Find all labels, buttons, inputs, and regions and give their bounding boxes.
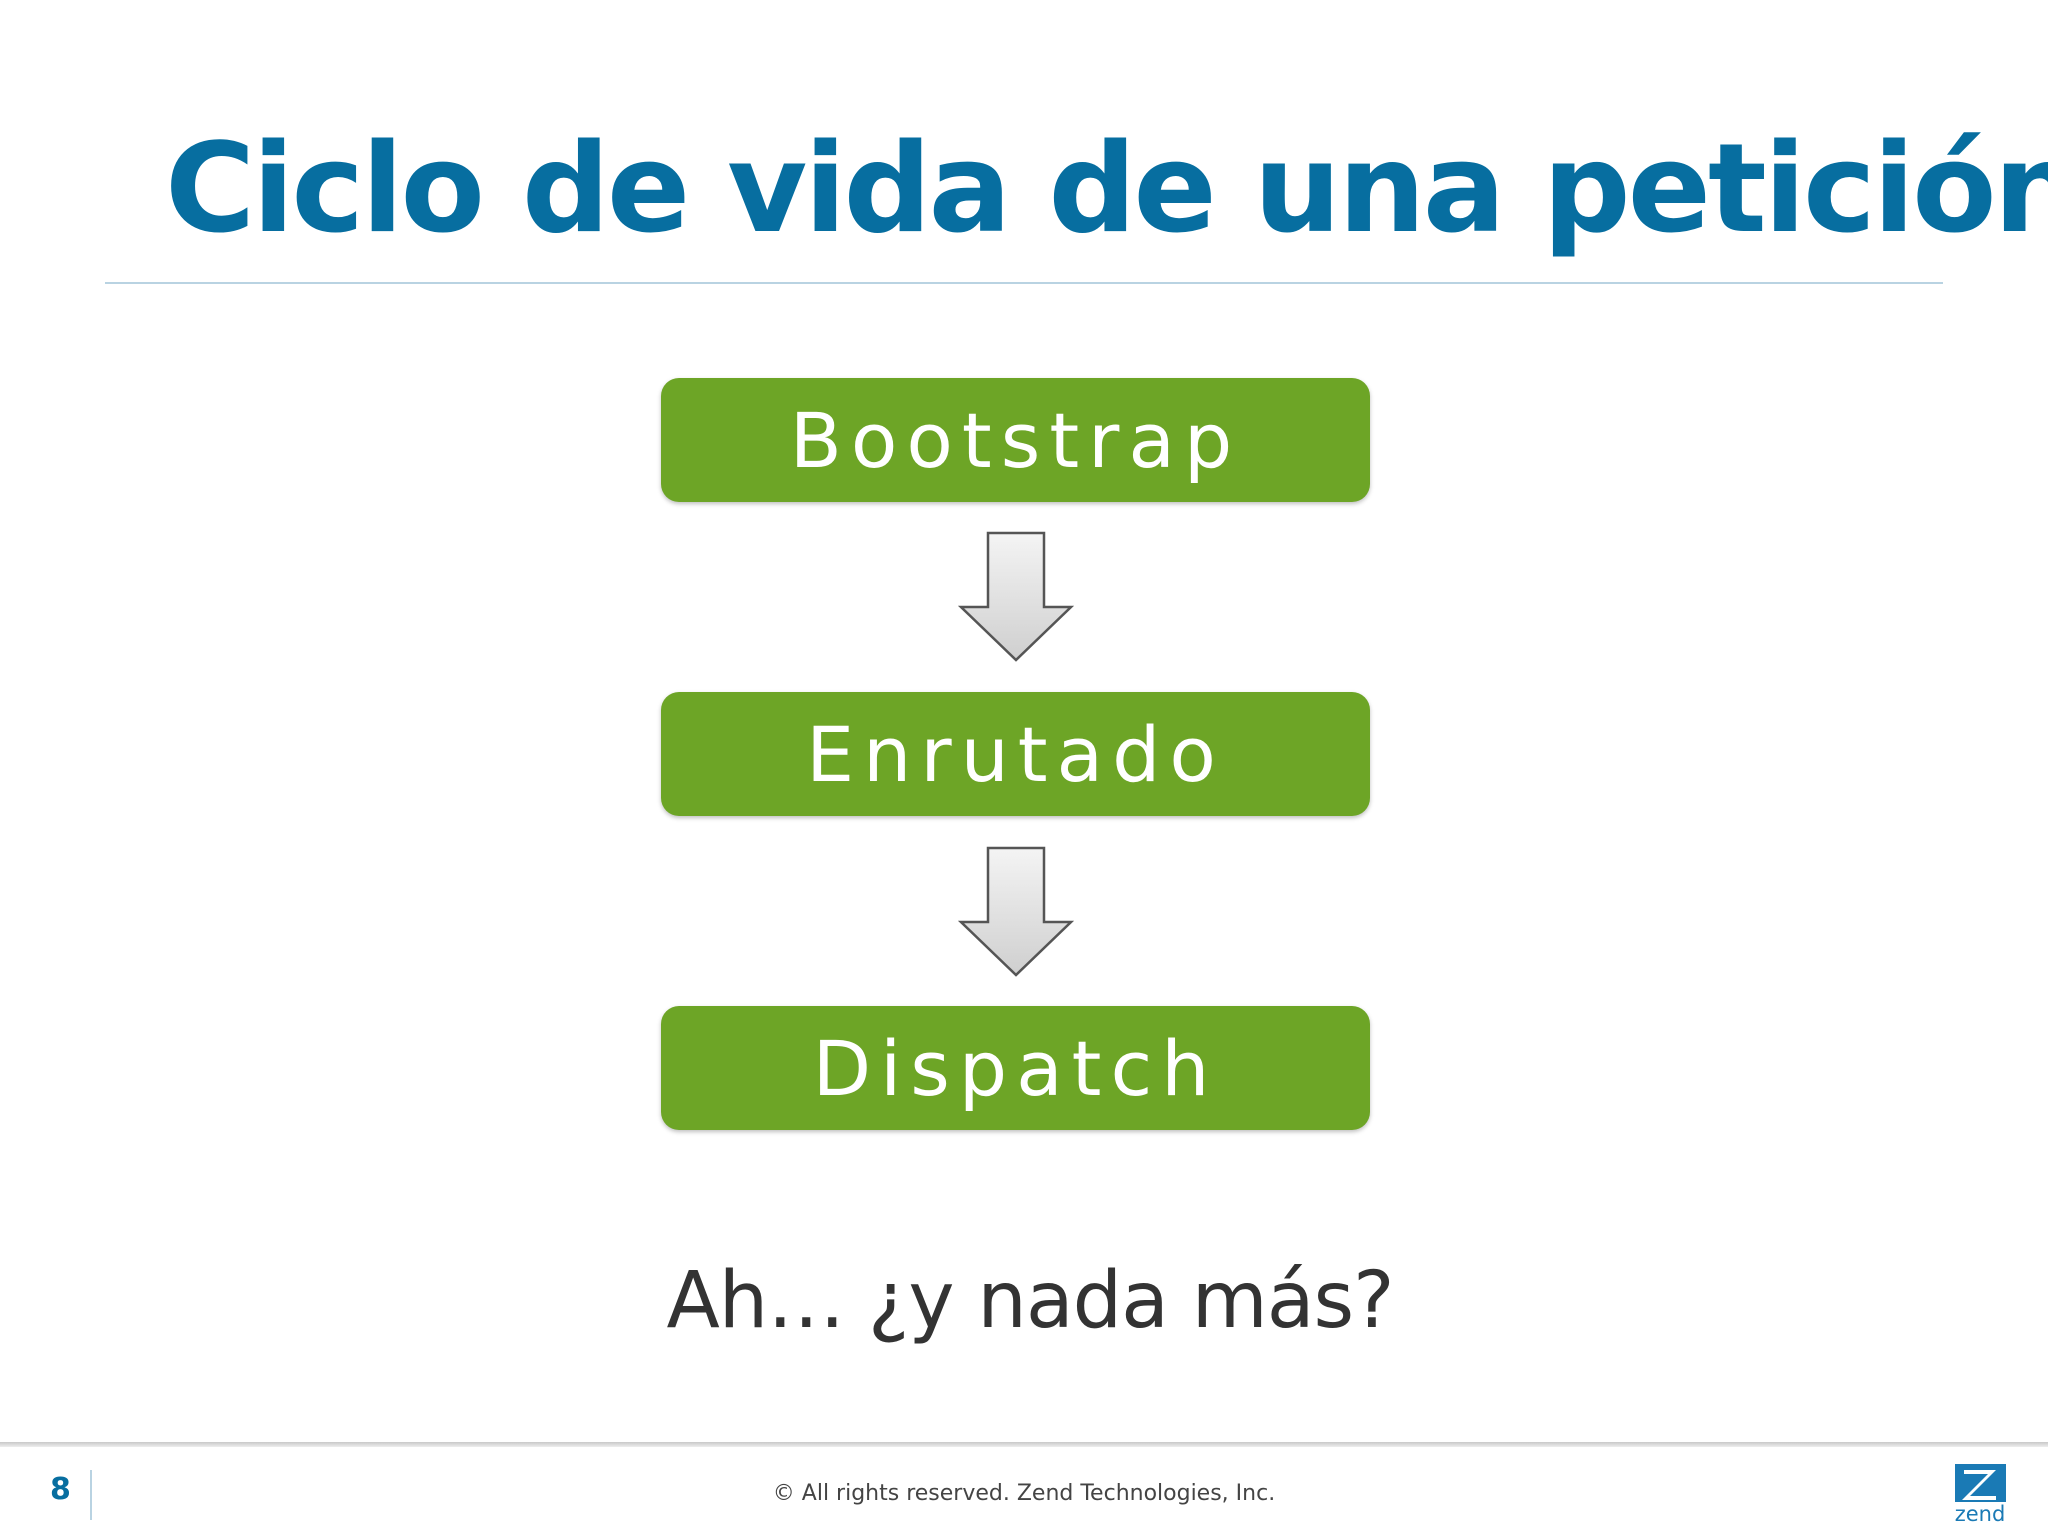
footer-divider (0, 1442, 2048, 1447)
page-number: 8 (50, 1472, 71, 1507)
down-arrow-icon (958, 846, 1074, 977)
copyright-text: © All rights reserved. Zend Technologies… (772, 1481, 1276, 1506)
step-label: Dispatch (812, 1023, 1219, 1113)
zend-logo: zend (1950, 1462, 2010, 1530)
page-number-divider (90, 1470, 92, 1520)
step-label: Bootstrap (789, 395, 1242, 485)
step-dispatch: Dispatch (661, 1006, 1370, 1130)
step-label: Enrutado (806, 709, 1225, 799)
title-divider (105, 282, 1943, 284)
down-arrow-icon (958, 531, 1074, 662)
step-enrutado: Enrutado (661, 692, 1370, 816)
question-text: Ah… ¿y nada más? (666, 1256, 1394, 1346)
slide-title: Ciclo de vida de una petición (165, 118, 2048, 261)
logo-wordmark: zend (1954, 1502, 2006, 1526)
step-bootstrap: Bootstrap (661, 378, 1370, 502)
zend-logo-icon (1955, 1464, 2006, 1502)
